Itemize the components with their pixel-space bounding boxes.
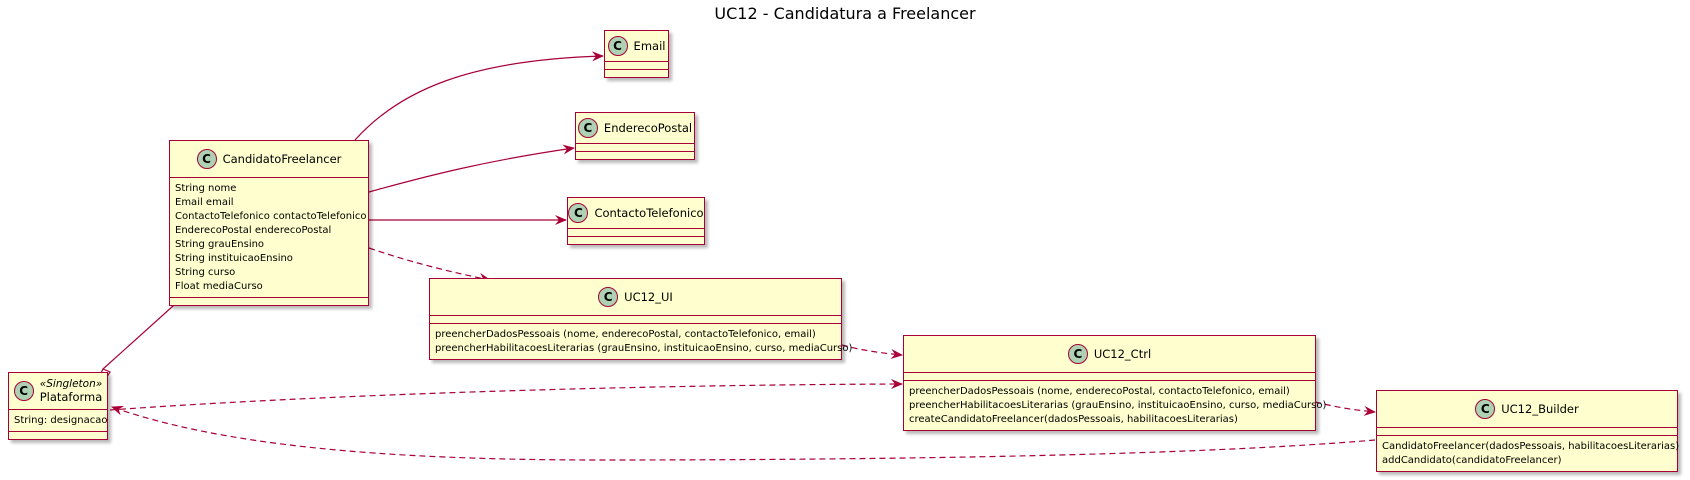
class-uc12-ui: C UC12_UI preencherDadosPessoais (nome, … — [429, 278, 853, 360]
diagram-title: UC12 - Candidatura a Freelancer — [714, 4, 976, 23]
class-icon: C — [1067, 344, 1088, 364]
methods-section: preencherDadosPessoais (nome, enderecoPo… — [904, 380, 1327, 430]
method-item: preencherDadosPessoais (nome, enderecoPo… — [435, 329, 816, 340]
method-item: createCandidatoFreelancer(dadosPessoais,… — [909, 414, 1238, 425]
attributes-section — [430, 315, 841, 323]
attribute-item: EnderecoPostal enderecoPostal — [175, 225, 332, 236]
class-name: ContactoTelefonico — [594, 206, 704, 220]
relation-candidato-email — [354, 51, 604, 141]
class-plataforma: C «Singleton» Plataforma String: designa… — [8, 372, 108, 440]
methods-section — [576, 151, 694, 159]
relation-plataforma-candidato — [102, 296, 184, 370]
class-stereotype: «Singleton» — [39, 378, 103, 390]
attribute-item: String nome — [175, 183, 237, 194]
relation-plataforma-ctrl — [109, 379, 903, 411]
attributes-section — [605, 61, 668, 69]
method-item: addCandidato(candidatoFreelancer) — [1382, 455, 1562, 466]
attributes-section — [568, 228, 704, 236]
methods-section — [605, 69, 668, 77]
class-email: C Email — [604, 30, 669, 78]
class-contacto-telefonico: C ContactoTelefonico — [567, 197, 705, 245]
methods-section — [568, 236, 704, 244]
class-icon: C — [13, 381, 34, 401]
attribute-item: String curso — [175, 267, 236, 278]
class-name: EnderecoPostal — [603, 121, 693, 135]
class-icon: C — [1475, 399, 1496, 419]
method-item: preencherDadosPessoais (nome, enderecoPo… — [909, 386, 1290, 397]
class-icon: C — [598, 287, 619, 307]
class-name: Email — [633, 39, 666, 53]
relation-ctrl-builder — [1314, 401, 1376, 416]
method-item: CandidatoFreelancer(dadosPessoais, habil… — [1382, 441, 1680, 452]
class-name: UC12_Ctrl — [1093, 347, 1152, 361]
method-item: preencherHabilitacoesLiterarias (grauEns… — [435, 343, 853, 354]
attributes-section — [1377, 427, 1677, 435]
class-icon: C — [607, 36, 628, 56]
relation-builder-plataforma — [111, 405, 1376, 461]
class-name: Plataforma — [39, 390, 103, 404]
attribute-item: String: designacao — [14, 415, 108, 426]
methods-section — [170, 297, 368, 305]
relation-candidato-endereco — [368, 144, 575, 193]
method-item: preencherHabilitacoesLiterarias (grauEns… — [909, 400, 1327, 411]
class-name: UC12_Builder — [1501, 402, 1579, 416]
attributes-section — [904, 372, 1315, 380]
class-endereco-postal: C EnderecoPostal — [575, 112, 695, 160]
attribute-item: String instituicaoEnsino — [175, 253, 293, 264]
attribute-item: Float mediaCurso — [175, 281, 263, 292]
relation-ui-ctrl — [841, 344, 903, 359]
class-icon: C — [577, 118, 598, 138]
attributes-section: String nome Email email ContactoTelefoni… — [170, 177, 368, 297]
class-icon: C — [196, 149, 217, 169]
attribute-item: String grauEnsino — [175, 239, 265, 250]
relation-candidato-ui — [368, 247, 491, 283]
attribute-item: ContactoTelefonico contactoTelefonico — [175, 211, 367, 222]
attributes-section — [576, 143, 694, 151]
class-name: UC12_UI — [624, 290, 673, 304]
methods-section: preencherDadosPessoais (nome, enderecoPo… — [430, 323, 853, 359]
attribute-item: Email email — [175, 197, 234, 208]
class-name: CandidatoFreelancer — [222, 152, 342, 166]
methods-section: CandidatoFreelancer(dadosPessoais, habil… — [1377, 435, 1680, 471]
class-icon: C — [568, 203, 589, 223]
class-candidato-freelancer: C CandidatoFreelancer String nome Email … — [169, 140, 369, 306]
class-uc12-builder: C UC12_Builder CandidatoFreelancer(dados… — [1376, 390, 1680, 472]
attributes-section: String: designacao — [9, 409, 107, 431]
class-uc12-ctrl: C UC12_Ctrl preencherDadosPessoais (nome… — [903, 335, 1327, 431]
methods-section — [9, 431, 107, 439]
